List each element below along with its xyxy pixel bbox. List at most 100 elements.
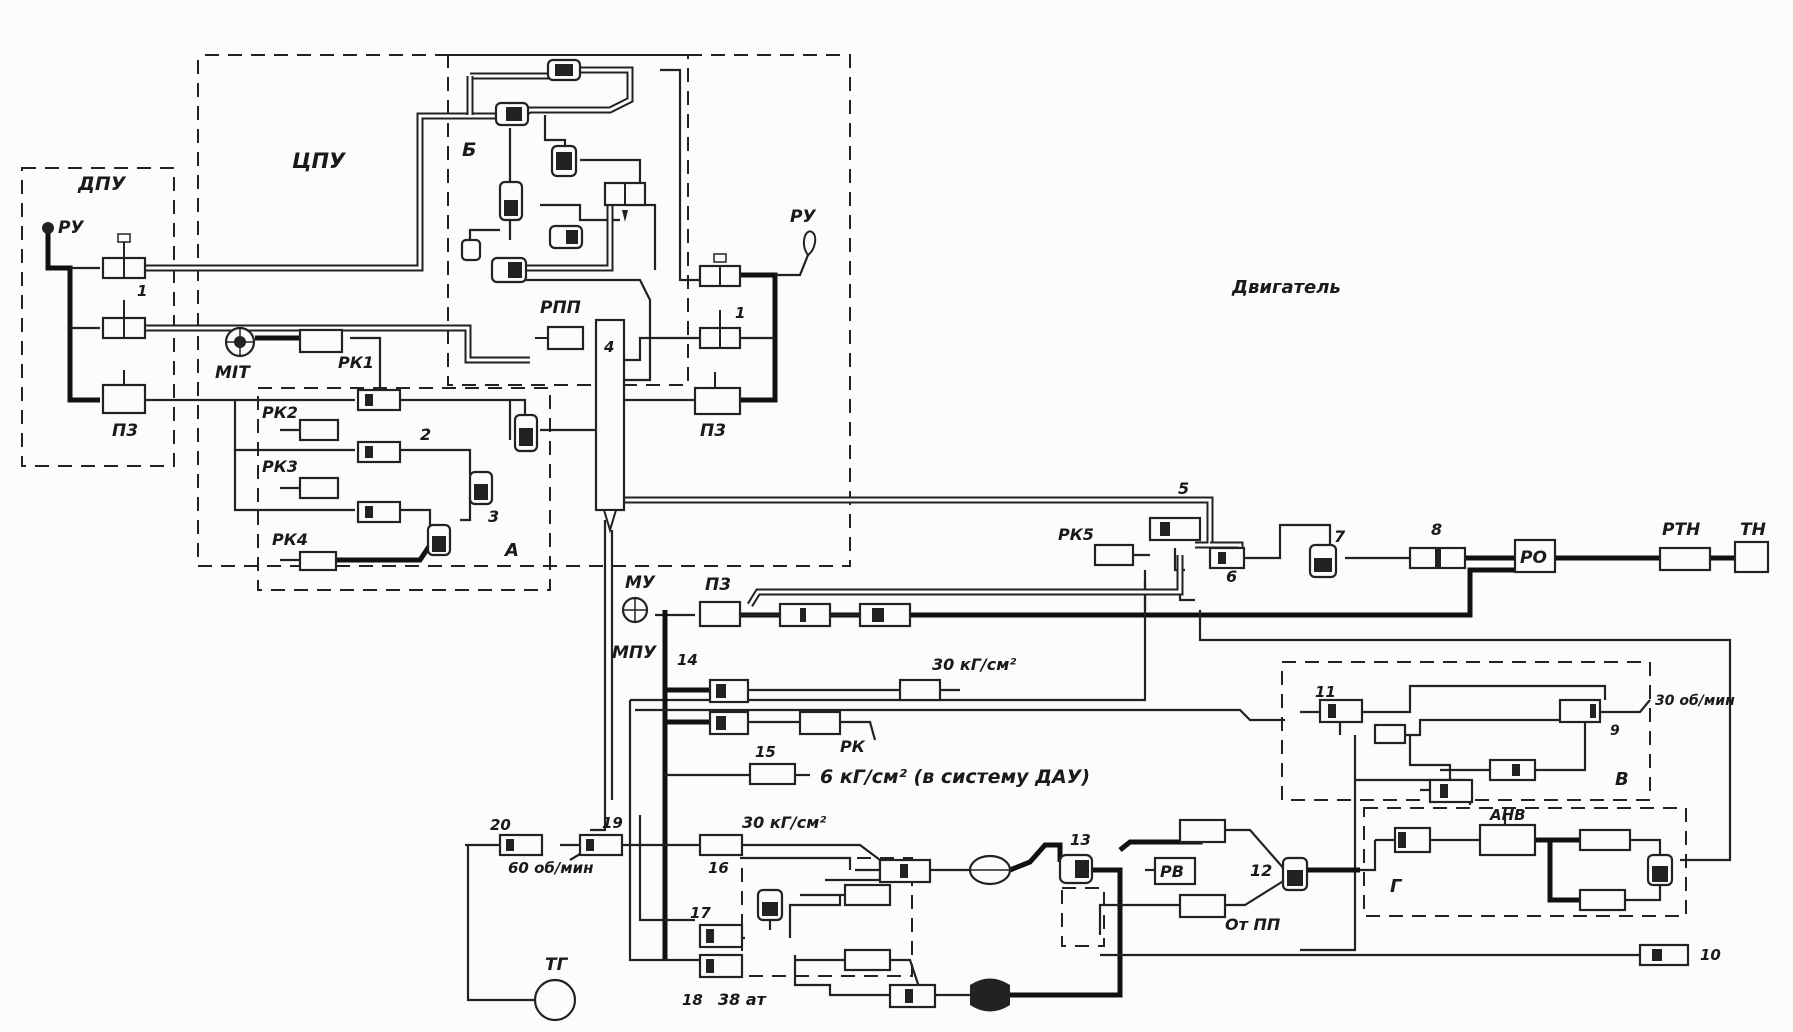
dpu-valve-top[interactable] [101,233,147,280]
right-valve-1[interactable] [698,310,742,350]
num-2: 2 [420,425,431,444]
mu-label: МУ [625,573,656,593]
right-valve-top[interactable] [698,253,742,288]
pz-bottom-box[interactable] [698,600,742,628]
num-19: 19 [602,814,623,832]
zone-v-label: В [1615,769,1629,790]
valve-6[interactable] [1208,546,1246,570]
rk3-box[interactable] [298,476,340,500]
tg-generator [533,978,577,1022]
rk-box[interactable] [798,710,842,736]
valve-10[interactable] [1638,943,1690,967]
rv-label: РВ [1160,862,1184,881]
anv-box[interactable] [1478,823,1537,857]
dpu-valve-1[interactable] [101,300,147,340]
a-valve-3[interactable] [356,500,402,524]
rtn-box[interactable] [1658,546,1712,572]
num-8: 8 [1431,520,1442,539]
cylinder-12 [1281,856,1309,892]
valve-16[interactable] [698,833,744,857]
num-1-left: 1 [137,282,147,300]
rpp-box[interactable] [535,325,585,351]
valve-17[interactable] [698,923,744,949]
pz-bottom-label: П3 [705,575,731,595]
zone-lower-block [741,857,913,977]
at-38-label: 38 ат [718,990,768,1009]
a-cylinder-right [513,413,539,453]
num-15: 15 [755,743,776,761]
b-cylinder-low [548,224,584,250]
lower-network [465,827,1640,1002]
lower-valve-b[interactable] [843,883,892,907]
lower-valve-d[interactable] [888,983,937,1009]
rk4-box[interactable] [298,550,338,572]
pz-left-label: П3 [112,421,138,441]
right-ru-network [620,254,810,403]
mu-wheel[interactable] [621,596,649,624]
zone-b-label: Б [462,139,476,161]
rtn-label: РТН [1662,520,1700,540]
valve-14-bottom[interactable] [708,710,750,736]
rpm-60-label: 60 об/мин [508,859,594,877]
mpu-valve-b[interactable] [858,602,912,628]
valve-9[interactable] [1558,698,1602,724]
b-valve-right[interactable] [603,181,647,222]
g-cylinder-left [1393,826,1432,854]
rk1-box[interactable] [298,328,344,354]
num-7: 7 [1334,527,1346,546]
ru-right-knob[interactable] [802,230,817,257]
g-valve-top[interactable] [1578,828,1632,852]
num-18: 18 [682,991,703,1009]
valve-12-bottom[interactable] [1178,893,1227,919]
mpu-label: МПУ [612,643,657,663]
component-8 [1408,546,1467,570]
lower-valve-a[interactable] [878,858,932,884]
v-valve-low[interactable] [1428,778,1474,804]
valve-5[interactable] [1148,516,1202,542]
rv-box[interactable] [1153,856,1197,886]
rk2-box[interactable] [298,418,340,442]
right-pz-box[interactable] [693,372,742,416]
valve-20[interactable] [498,833,544,857]
ro-box[interactable] [1513,538,1557,574]
rk5-box[interactable] [1093,543,1135,567]
v-small-box [1373,723,1407,745]
valve-11[interactable] [1318,698,1364,724]
num-12: 12 [1250,861,1272,880]
a-valve-1[interactable] [356,388,402,412]
num-3: 3 [488,507,499,526]
ru-right-label: РУ [790,207,816,227]
num-11: 11 [1315,683,1336,701]
rk4-label: РК4 [272,530,308,549]
valve-18[interactable] [698,953,744,979]
valve-14-top[interactable] [708,678,750,704]
zone-dpu [21,167,175,467]
mit-wheel[interactable] [224,326,256,358]
rpp-label: РПП [540,298,581,318]
valve-15[interactable] [748,762,797,786]
valve-12-top[interactable] [1178,818,1227,844]
b-small-left [460,238,482,262]
g-valve-bottom[interactable] [1578,888,1627,912]
rk5-label: РК5 [1058,525,1094,544]
v-valve-mid[interactable] [1488,758,1537,782]
zone-g [1363,807,1687,917]
engine-chain [630,523,1735,862]
num-5: 5 [1178,479,1189,498]
ru-left-knob[interactable] [42,222,54,234]
zone-a-label: А [503,540,519,561]
valve-19[interactable] [578,833,624,857]
a-valve-2[interactable] [356,440,402,464]
dpu-pz-box[interactable] [101,370,147,415]
mpu-valve-a[interactable] [778,602,832,628]
tn-box[interactable] [1733,540,1770,574]
lower-valve-c[interactable] [843,948,892,972]
a-cylinder-mid [468,470,494,506]
num-16: 16 [708,859,729,877]
zone-g-label: Г [1390,876,1403,897]
dpu-label: ДПУ [77,173,127,195]
valve-30-top[interactable] [898,678,942,702]
b-cylinder-mid [550,144,578,178]
rk3-label: РК3 [262,457,298,476]
